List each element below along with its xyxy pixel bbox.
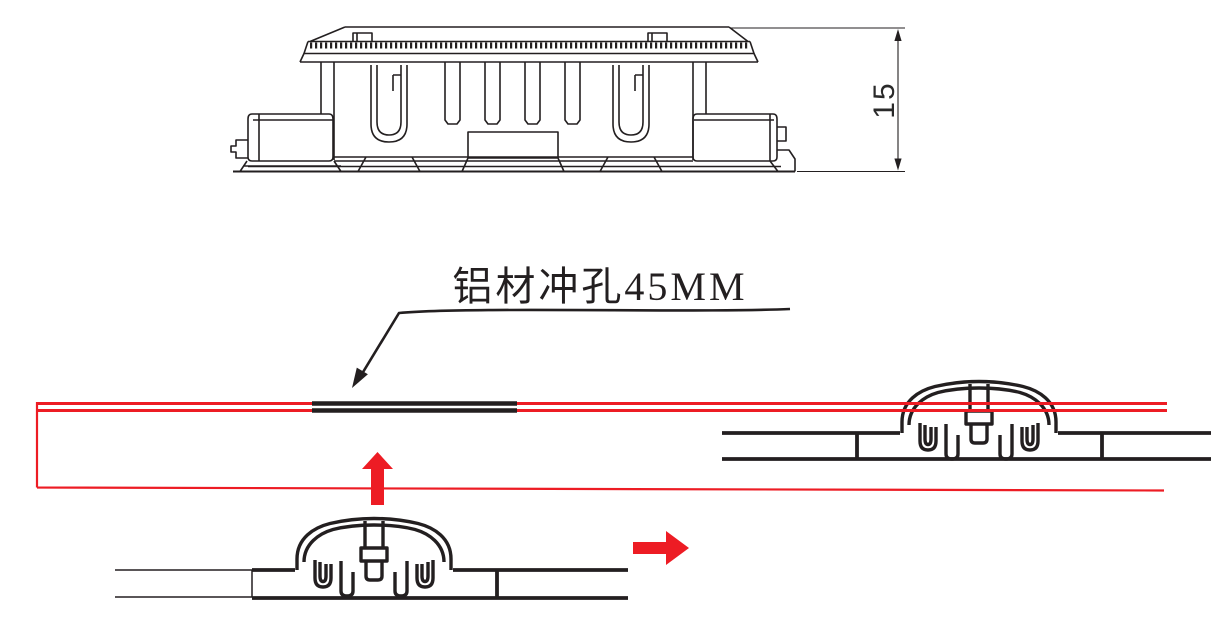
loose-profile-thin-lines xyxy=(115,569,253,598)
height-dimension: 15 xyxy=(731,27,905,173)
module-side-wings xyxy=(230,113,796,172)
installed-profile-channel xyxy=(722,431,1211,461)
loose-profile-channel xyxy=(252,568,628,600)
callout-arrowhead-icon xyxy=(352,367,368,388)
clip-installed-view xyxy=(722,379,1211,461)
clip-before-install-view xyxy=(115,516,628,600)
module-side-view xyxy=(230,26,796,173)
sheet-top-edge-lines xyxy=(36,402,1167,412)
punched-hole-segment xyxy=(312,401,517,413)
module-cap-outline xyxy=(299,26,759,63)
sheet-left-and-bottom-edge xyxy=(35,402,1165,492)
loose-clip xyxy=(295,516,453,598)
callout-label: 铝材冲孔45MM xyxy=(452,264,747,309)
dimension-lines xyxy=(731,27,905,173)
slide-right-arrow-icon xyxy=(633,531,689,565)
module-body-and-slots xyxy=(248,62,781,172)
aluminum-sheet xyxy=(35,401,1167,492)
push-up-arrow-icon xyxy=(362,452,393,505)
dimension-arrow-down-icon xyxy=(894,158,902,171)
installed-clip xyxy=(900,379,1058,461)
dimension-value: 15 xyxy=(868,81,901,118)
dimension-arrow-up-icon xyxy=(894,29,902,41)
module-u-clip-slots xyxy=(370,65,650,143)
callout-leader-line xyxy=(355,307,791,383)
punch-hole-callout: 铝材冲孔45MM xyxy=(352,264,791,388)
